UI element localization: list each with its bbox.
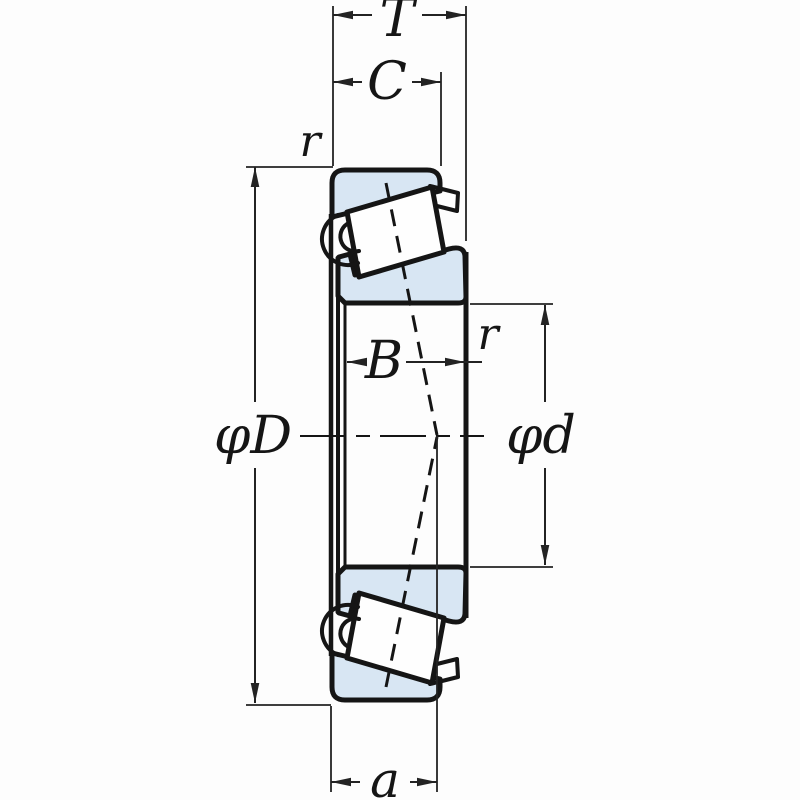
arrow-B-right	[445, 357, 465, 367]
label-cup-width: C	[367, 52, 407, 112]
arrow-T-right	[446, 10, 466, 20]
cage-hook-bottom-inner	[338, 616, 361, 648]
lower-half-section	[320, 564, 469, 703]
label-bore-diameter: φd	[506, 406, 576, 466]
arrow-a-right	[417, 777, 437, 787]
cage-hook-top-inner	[338, 222, 361, 254]
label-total-width: T	[380, 0, 418, 49]
arrow-D-bottom	[250, 683, 260, 703]
label-load-center: a	[370, 751, 400, 800]
tapered-roller-top	[344, 184, 447, 280]
dim-total-width-T: T	[333, 0, 466, 49]
label-inner-ring-chamfer: r	[477, 309, 501, 360]
dim-cup-width-C: C	[333, 52, 441, 112]
inner-ring-cone-bottom	[335, 564, 469, 625]
contact-pressure-line-bottom	[384, 436, 439, 688]
tapered-roller-bottom	[344, 590, 447, 686]
dim-outer-diameter-D: φD	[214, 167, 292, 703]
upper-half-section	[320, 167, 469, 306]
arrow-B-left	[347, 357, 367, 367]
arrow-C-right	[421, 77, 441, 87]
arrow-d-bottom	[540, 545, 550, 565]
extension-lines	[246, 6, 553, 792]
label-outer-diameter: φD	[214, 406, 292, 466]
arrow-d-top	[540, 305, 550, 325]
dim-bore-diameter-d: φd	[506, 305, 576, 565]
outer-ring-cup-bottom	[329, 650, 443, 703]
arrow-T-left	[333, 10, 353, 20]
contact-pressure-line-top	[384, 182, 439, 436]
dim-cone-width-B: B	[347, 331, 482, 391]
arrow-C-left	[333, 77, 353, 87]
dim-load-center-a: a	[331, 751, 437, 800]
label-outer-ring-chamfer: r	[299, 116, 323, 167]
cage-hook-top-outer	[320, 213, 360, 267]
label-cone-width: B	[364, 331, 403, 391]
cage-hook-bottom-outer	[320, 603, 360, 657]
arrow-a-left	[331, 777, 351, 787]
outer-ring-cup-top	[329, 167, 443, 220]
inner-ring-cone-top	[335, 245, 469, 306]
arrow-D-top	[250, 167, 260, 187]
